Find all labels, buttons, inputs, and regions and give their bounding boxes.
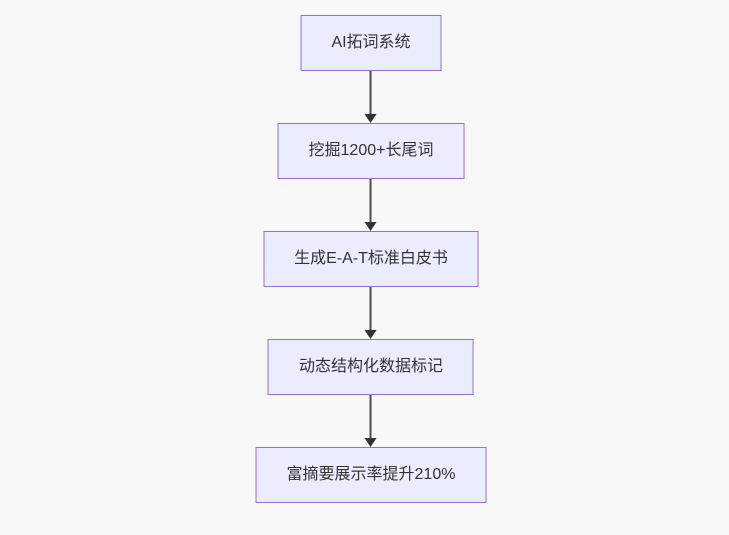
flow-node-rich-snippet-result: 富摘要展示率提升210% bbox=[255, 447, 487, 503]
arrow-line bbox=[370, 287, 372, 330]
node-label: 挖掘1200+长尾词 bbox=[308, 142, 434, 159]
flow-arrow-2 bbox=[365, 179, 377, 231]
flow-node-eat-whitepaper: 生成E-A-T标准白皮书 bbox=[263, 231, 479, 287]
arrow-down-icon bbox=[365, 330, 377, 339]
flowchart: AI拓词系统 挖掘1200+长尾词 生成E-A-T标准白皮书 动态结构化数据标记… bbox=[255, 15, 487, 503]
node-label: 富摘要展示率提升210% bbox=[286, 466, 456, 483]
flow-node-longtail-mining: 挖掘1200+长尾词 bbox=[277, 123, 465, 179]
arrow-down-icon bbox=[365, 222, 377, 231]
arrow-line bbox=[370, 179, 372, 222]
arrow-down-icon bbox=[365, 438, 377, 447]
node-label: 动态结构化数据标记 bbox=[298, 358, 443, 375]
flow-arrow-1 bbox=[365, 71, 377, 123]
flow-node-structured-data: 动态结构化数据标记 bbox=[267, 339, 474, 395]
node-label: AI拓词系统 bbox=[331, 34, 411, 51]
arrow-line bbox=[370, 395, 372, 438]
arrow-line bbox=[370, 71, 372, 114]
flow-arrow-4 bbox=[365, 395, 377, 447]
flow-arrow-3 bbox=[365, 287, 377, 339]
flow-node-ai-word-system: AI拓词系统 bbox=[300, 15, 442, 71]
node-label: 生成E-A-T标准白皮书 bbox=[294, 250, 448, 267]
arrow-down-icon bbox=[365, 114, 377, 123]
